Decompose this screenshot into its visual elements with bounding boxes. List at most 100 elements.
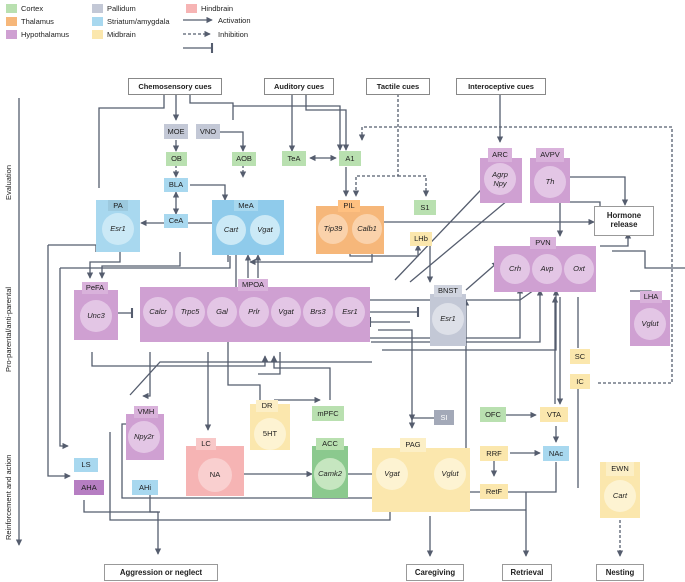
gene-pvn-avp: Avp — [532, 254, 562, 284]
region-ls: LS — [74, 458, 98, 472]
edge-mpoa-pvn2 — [371, 289, 544, 343]
edge-pefa-mpoa-low — [91, 352, 269, 367]
region-ofc: OFC — [480, 407, 506, 422]
edge-mpoa-pag — [378, 329, 416, 421]
legend-label-thalamus: Thalamus — [21, 17, 54, 26]
region-moe: MOE — [164, 124, 188, 139]
region-dr: DR — [256, 400, 278, 412]
region-pil: PIL — [338, 200, 360, 212]
legend-label-activation: Activation — [218, 16, 251, 25]
gene-vmh-npy2r: Npy2r — [128, 421, 160, 453]
legend-label-midbrain: Midbrain — [107, 30, 136, 39]
edge-chemo-pa — [98, 93, 165, 188]
edge-pvn-hormone — [600, 232, 632, 247]
gene-pa-esr1: Esr1 — [102, 213, 134, 245]
region-lc: LC — [196, 438, 216, 450]
gene-pil-tip39: Tip39 — [318, 214, 348, 244]
edge-bla-mea — [190, 184, 229, 201]
region-rrf: RRF — [480, 446, 508, 461]
region-avpv: AVPV — [536, 148, 564, 162]
gene-pefa-unc3: Unc3 — [80, 300, 112, 332]
gene-mpoa-calcr: Calcr — [143, 297, 173, 327]
output-aggression: Aggression or neglect — [104, 564, 218, 581]
gene-arc-agrp: Agrp — [492, 169, 508, 179]
edge-mpoa-pvn — [370, 287, 524, 339]
region-pefa: PeFA — [82, 282, 108, 294]
edge-vno-aob — [218, 131, 247, 152]
output-caregiving: Caregiving — [406, 564, 464, 581]
edge-mpoa-pvn3 — [382, 289, 560, 351]
legend-swatch-cortex — [6, 4, 17, 13]
legend-label-pallidum: Pallidum — [107, 4, 136, 13]
gene-mpoa-gal: Gal — [207, 297, 237, 327]
region-s1: S1 — [414, 200, 436, 215]
edge-vmh-mpoa — [129, 361, 372, 396]
legend-swatch-hindbrain — [186, 4, 197, 13]
edge-pvn-side — [612, 250, 685, 269]
region-acc: ACC — [316, 438, 344, 450]
gene-lc-na: NA — [198, 458, 232, 492]
cue-tactile: Tactile cues — [366, 78, 430, 95]
legend-swatch-pallidum — [92, 4, 103, 13]
region-lhb: LHb — [410, 232, 432, 246]
gene-dr-5ht: 5HT — [254, 418, 286, 450]
edge-ic-a1-dashed — [358, 126, 673, 384]
edge-mpoa-vmh — [142, 352, 151, 400]
gene-mpoa-esr1: Esr1 — [335, 297, 365, 327]
cue-chemosensory: Chemosensory cues — [128, 78, 222, 95]
edge-pa-bus-left — [48, 244, 97, 252]
edge-dr-up — [227, 342, 261, 405]
gene-arc-cells: Agrp Npy — [484, 163, 516, 195]
edge-pa-aha — [47, 245, 71, 480]
legend-label-hindbrain: Hindbrain — [201, 4, 234, 13]
edge-ls-pag — [109, 432, 391, 521]
edge-si-pag — [408, 417, 434, 429]
gene-avpv-th: Th — [534, 166, 566, 198]
legend-label-cortex: Cortex — [21, 4, 44, 13]
region-sc: SC — [570, 349, 590, 364]
legend-label-hypothalamus: Hypothalamus — [21, 30, 69, 39]
gene-acc-camk2: Camk2 — [314, 458, 346, 490]
edge-aha-aggr — [83, 500, 160, 513]
region-arc: ARC — [488, 148, 512, 162]
gene-mea-vgat: Vgat — [250, 215, 280, 245]
region-vta: VTA — [540, 407, 568, 422]
region-ahi: AHi — [132, 480, 158, 495]
legend-swatch-hypothalamus — [6, 30, 17, 39]
region-cea: CeA — [164, 214, 188, 228]
gene-mpoa-vgat: Vgat — [271, 297, 301, 327]
gene-pag-vglut: Vglut — [434, 458, 466, 490]
region-a1: A1 — [339, 151, 361, 166]
region-aha: AHA — [74, 480, 104, 495]
output-nesting: Nesting — [596, 564, 644, 581]
edge-mpoa-dr-link — [258, 352, 281, 375]
stage-label-pro: Pro-parental/anti-parental — [4, 286, 13, 372]
edge-chemo-a1 — [189, 93, 340, 150]
edge-tact-s1 — [398, 175, 430, 197]
region-nac: NAc — [543, 446, 569, 461]
gene-arc-npy: Npy — [493, 179, 507, 188]
region-pa: PA — [108, 200, 128, 211]
legend-label-striatum: Striatum/amygdala — [107, 17, 170, 26]
legend-swatch-midbrain — [92, 30, 103, 39]
region-pvn: PVN — [530, 237, 556, 249]
gene-lha-vglut: Vglut — [634, 308, 666, 340]
edge-bus-ls — [59, 268, 69, 450]
legend-swatch-thalamus — [6, 17, 17, 26]
region-mpoa: MPOA — [238, 279, 268, 291]
cue-interoceptive: Interoceptive cues — [456, 78, 546, 95]
hormone-release: Hormone release — [594, 206, 654, 236]
region-mea: MeA — [234, 200, 258, 211]
gene-ewn-cart: Cart — [604, 480, 636, 512]
region-bnst: BNST — [434, 285, 462, 297]
output-retrieval: Retrieval — [502, 564, 552, 581]
region-mpfc: mPFC — [312, 406, 344, 421]
edge-top-bus — [60, 256, 231, 269]
gene-mpoa-trpc5: Trpc5 — [175, 297, 205, 327]
legend-label-inhibition: Inhibition — [218, 30, 249, 39]
gene-bnst-esr1: Esr1 — [432, 303, 464, 335]
region-vmh: VMH — [134, 406, 158, 418]
region-bla: BLA — [164, 178, 188, 192]
edge-tact-pil — [352, 94, 399, 197]
